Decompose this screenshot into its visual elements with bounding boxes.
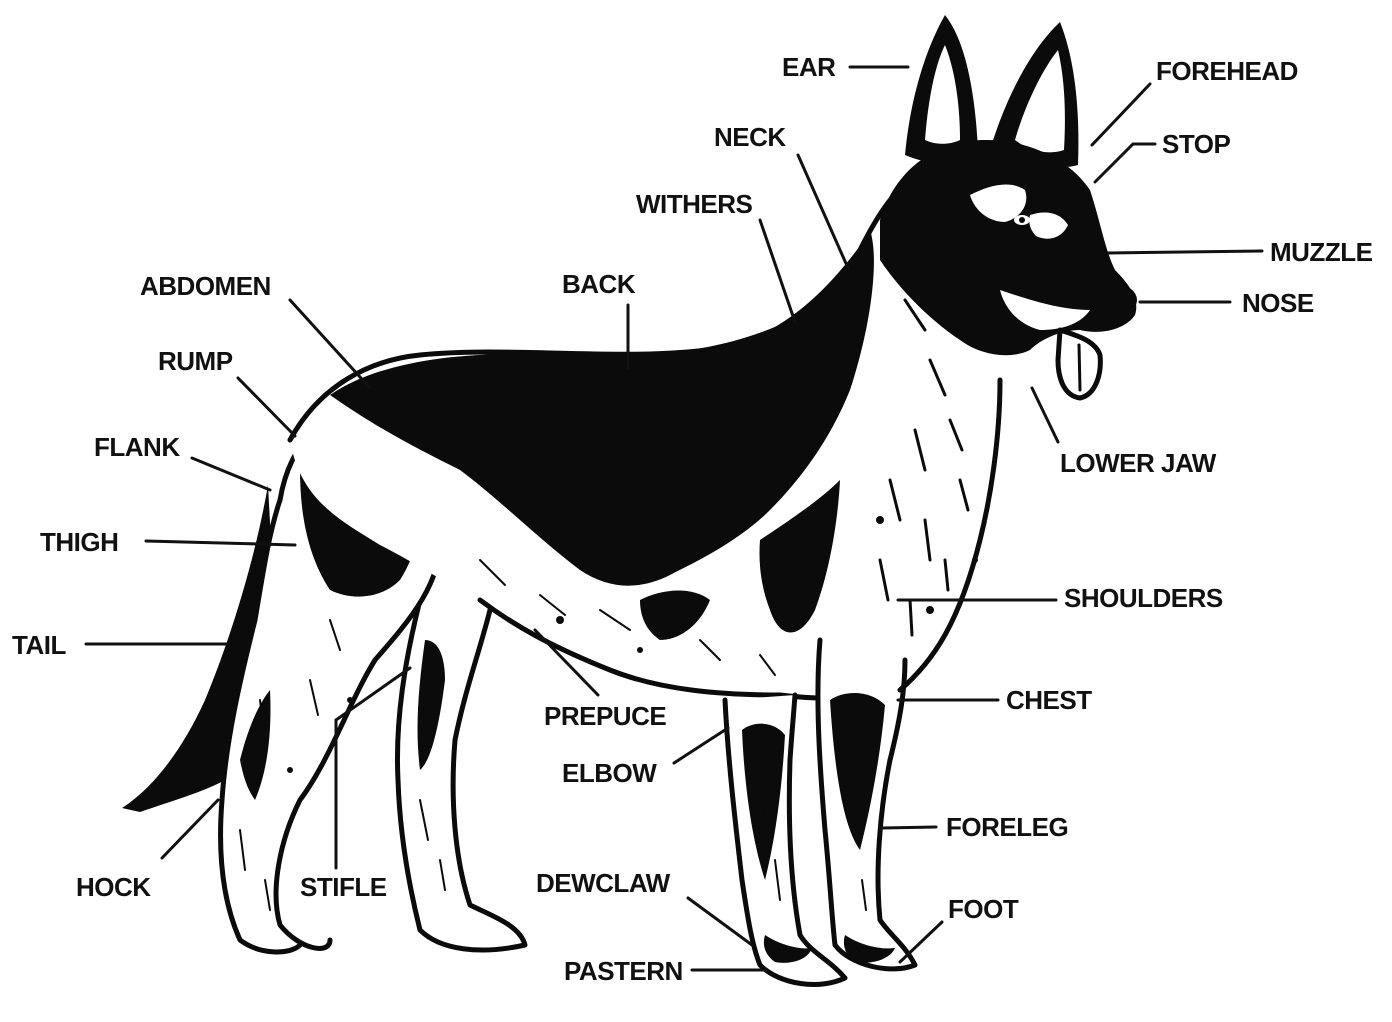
label-stop: STOP (1162, 129, 1230, 159)
label-shoulders: SHOULDERS (1064, 583, 1223, 613)
leader-rump (238, 378, 295, 436)
label-elbow: ELBOW (562, 758, 657, 788)
leader-forehead (1092, 84, 1150, 145)
label-stifle: STIFLE (300, 872, 387, 902)
far-hind-leg (397, 600, 525, 950)
label-prepuce: PREPUCE (544, 701, 666, 731)
leader-flank (192, 458, 270, 490)
leader-foot (900, 922, 942, 962)
label-muzzle: MUZZLE (1270, 237, 1373, 267)
label-foot: FOOT (948, 894, 1019, 924)
leader-withers (760, 220, 795, 322)
label-foreleg: FORELEG (946, 812, 1068, 842)
label-dewclaw: DEWCLAW (536, 868, 671, 898)
label-back: BACK (562, 269, 636, 299)
label-ear: EAR (782, 52, 836, 82)
leader-stop (1095, 144, 1155, 182)
nose-shape (1093, 284, 1137, 316)
label-hock: HOCK (76, 872, 151, 902)
label-abdomen: ABDOMEN (140, 271, 271, 301)
leader-muzzle (1108, 251, 1262, 253)
leader-neck (798, 155, 848, 268)
leader-hock (162, 800, 218, 858)
leader-lower-jaw (1032, 388, 1058, 442)
label-flank: FLANK (94, 432, 180, 462)
label-tail: TAIL (12, 630, 66, 660)
label-neck: NECK (714, 122, 786, 152)
leader-dewclaw (688, 898, 752, 945)
label-nose: NOSE (1242, 288, 1314, 318)
label-pastern: PASTERN (564, 956, 683, 986)
leader-elbow (674, 728, 728, 763)
label-rump: RUMP (158, 346, 233, 376)
label-withers: WITHERS (636, 189, 753, 219)
leader-abdomen (290, 300, 370, 388)
label-chest: CHEST (1006, 685, 1092, 715)
leader-foreleg (880, 827, 936, 828)
label-forehead: FOREHEAD (1156, 56, 1298, 86)
label-thigh: THIGH (40, 527, 118, 557)
label-lower-jaw: LOWER JAW (1060, 448, 1217, 478)
